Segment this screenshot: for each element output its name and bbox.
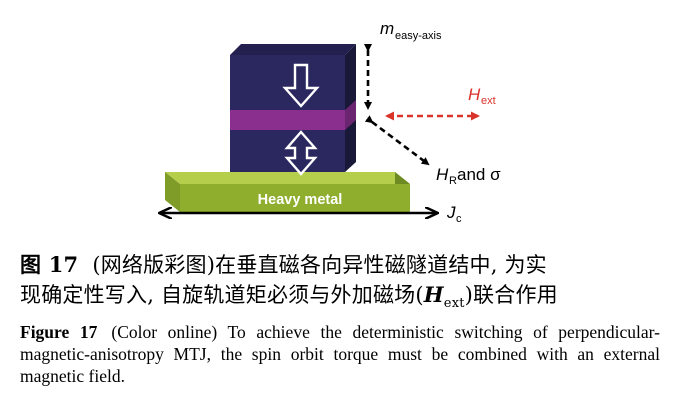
caption-h-sub: ext bbox=[443, 296, 465, 312]
h-ext-sub: ext bbox=[481, 95, 496, 107]
j-c-label: J bbox=[446, 203, 456, 222]
h-r-sub: R bbox=[449, 175, 457, 187]
caption-h-symbol: H bbox=[423, 282, 444, 307]
magnetization-down-arrow bbox=[282, 63, 320, 108]
caption-cn-label: 图 17 bbox=[20, 252, 79, 277]
mtj-diagram: Heavy metal m easy-axis H ext H R and σ … bbox=[0, 19, 501, 225]
h-r-arrow bbox=[364, 115, 430, 166]
tunnel-barrier bbox=[230, 110, 345, 130]
caption-en-text: (Color online) To achieve the determinis… bbox=[20, 322, 660, 387]
caption-en-label: Figure 17 bbox=[20, 322, 98, 343]
caption-en: Figure 17(Color online) To achieve the d… bbox=[20, 321, 660, 387]
m-easy-axis-label: m bbox=[380, 19, 394, 38]
h-ext-label: H bbox=[468, 85, 481, 104]
caption-cn-line-2: 现确定性写入, 自旋轨道矩必须与外加磁场(Hext)联合作用 bbox=[20, 280, 660, 319]
heavy-metal-label: Heavy metal bbox=[258, 192, 343, 208]
m-easy-axis-sub: easy-axis bbox=[395, 30, 442, 42]
figure-caption: 图 17 (网络版彩图)在垂直磁各向异性磁隧道结中, 为实 现确定性写入, 自旋轨… bbox=[20, 250, 660, 387]
caption-cn-line-1: 图 17 (网络版彩图)在垂直磁各向异性磁隧道结中, 为实 bbox=[20, 250, 660, 280]
magnetization-double-arrow bbox=[284, 130, 318, 176]
mtj-pillar bbox=[230, 44, 356, 172]
caption-cn-text-2a: 现确定性写入, 自旋轨道矩必须与外加磁场( bbox=[20, 283, 424, 307]
h-r-label: H bbox=[436, 165, 449, 184]
h-r-rest: and σ bbox=[457, 165, 501, 184]
j-c-sub: c bbox=[456, 213, 462, 225]
caption-cn-text-2b: )联合作用 bbox=[464, 283, 558, 307]
caption-cn-text-1: (网络版彩图)在垂直磁各向异性磁隧道结中, 为实 bbox=[92, 253, 547, 277]
